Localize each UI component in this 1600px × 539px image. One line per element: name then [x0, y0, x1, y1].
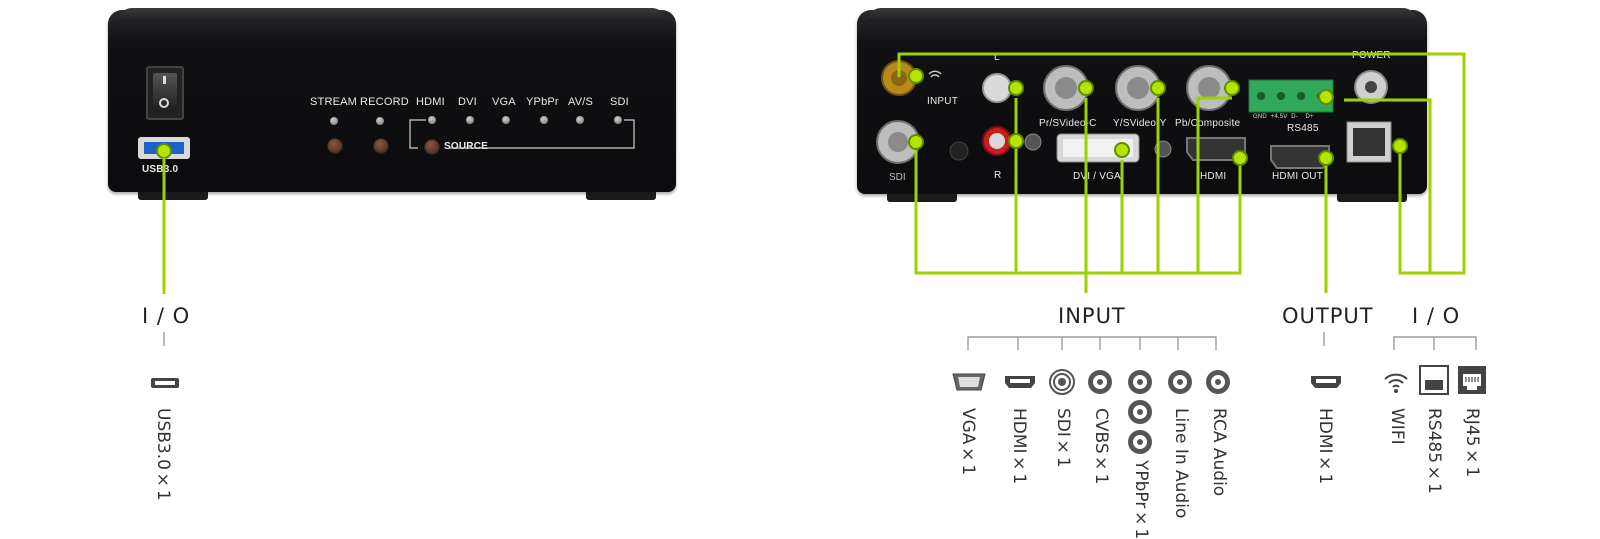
stream-label: STREAM [310, 96, 358, 108]
hdmi-icon [1005, 376, 1035, 388]
source-ypbpr-led [540, 116, 548, 124]
usb-icon [151, 378, 179, 388]
line-in-audio-item-label: Line In Audio [1171, 408, 1191, 519]
usb-port-label: USB3.0 [142, 164, 179, 175]
output-heading: OUTPUT [1282, 304, 1374, 328]
hdmi-icon [1311, 376, 1341, 388]
record-led [376, 117, 384, 125]
sdi-icon [1049, 369, 1075, 395]
device-foot-left [887, 194, 957, 202]
source-sdi-led [614, 116, 622, 124]
source-button[interactable] [424, 139, 440, 155]
vga-icon [952, 373, 986, 391]
power-switch[interactable] [146, 66, 184, 120]
device-foot-left [138, 192, 208, 200]
r-label: R [994, 170, 1002, 181]
sdi-item-label: SDI×1 [1053, 408, 1073, 468]
dvi-vga-label: DVI / VGA [1073, 171, 1121, 182]
source-hdmi-label: HDMI [416, 96, 445, 108]
cvbs-icon [1088, 370, 1112, 394]
source-vga-led [502, 116, 510, 124]
rca-audio-icon [1206, 370, 1230, 394]
rca-audio-item-label: RCA Audio [1209, 408, 1229, 497]
source-avs-led [576, 116, 584, 124]
source-dvi-led [466, 116, 474, 124]
rs485-icon [1419, 365, 1449, 395]
source-hdmi-led [428, 116, 436, 124]
record-label: RECORD [360, 96, 409, 108]
rj45-icon [1458, 366, 1486, 394]
source-vga-label: VGA [492, 96, 516, 108]
stream-led [330, 117, 338, 125]
input-heading: INPUT [1058, 304, 1126, 328]
hdmi-out-label: HDMI OUT [1272, 171, 1324, 182]
rs485-item-label: RS485×1 [1424, 408, 1444, 494]
usb-item-label: USB3.0×1 [153, 408, 173, 501]
cvbs-item-label: CVBS×1 [1091, 408, 1111, 485]
front-panel-device: USB3.0 STREAM RECORD HDMI DVI VGA YPbPr … [108, 8, 676, 200]
wifi-icon [1384, 373, 1408, 393]
bnc-pb-label: Pb/Composite [1175, 118, 1241, 129]
rear-io-heading: I / O [1412, 304, 1461, 328]
source-dvi-label: DVI [458, 96, 477, 108]
wifi-small-icon [928, 70, 942, 78]
record-button[interactable] [373, 138, 389, 154]
wifi-item-label: WIFI [1387, 408, 1407, 445]
rj45-item-label: RJ45×1 [1462, 408, 1482, 478]
stream-button[interactable] [327, 138, 343, 154]
front-io-heading: I / O [142, 304, 191, 328]
device-top-edge [118, 8, 666, 22]
source-label: SOURCE [444, 141, 488, 152]
input-label: INPUT [927, 96, 958, 107]
sdi-port-label: SDI [889, 172, 906, 183]
source-sdi-label: SDI [610, 96, 629, 108]
device-top-edge [867, 8, 1417, 22]
hdmi-in-item-label: HDMI×1 [1009, 408, 1029, 485]
hdmi-out-connector [1270, 145, 1330, 169]
hdmi-in-label: HDMI [1200, 171, 1227, 182]
line-in-audio-icon [1168, 370, 1192, 394]
ypbpr-item-label: YPbPr×1 [1131, 460, 1151, 539]
bnc-pr-label: Pr/SVideo-C [1039, 118, 1097, 129]
device-foot-right [586, 192, 656, 200]
rs485-label: RS485 [1287, 123, 1319, 134]
vga-item-label: VGA×1 [958, 408, 978, 476]
rs485-pins-label: GND +4.5V D- D+ [1253, 114, 1314, 120]
source-bracket-line [409, 119, 635, 149]
device-foot-right [1337, 194, 1407, 202]
bnc-y-label: Y/SVideo-Y [1113, 118, 1167, 129]
source-avs-label: AV/S [568, 96, 594, 108]
ypbpr-icon [1128, 370, 1152, 454]
hdmi-out-item-label: HDMI×1 [1315, 408, 1335, 485]
source-ypbpr-label: YPbPr [526, 96, 559, 108]
l-label: L [994, 52, 1000, 63]
